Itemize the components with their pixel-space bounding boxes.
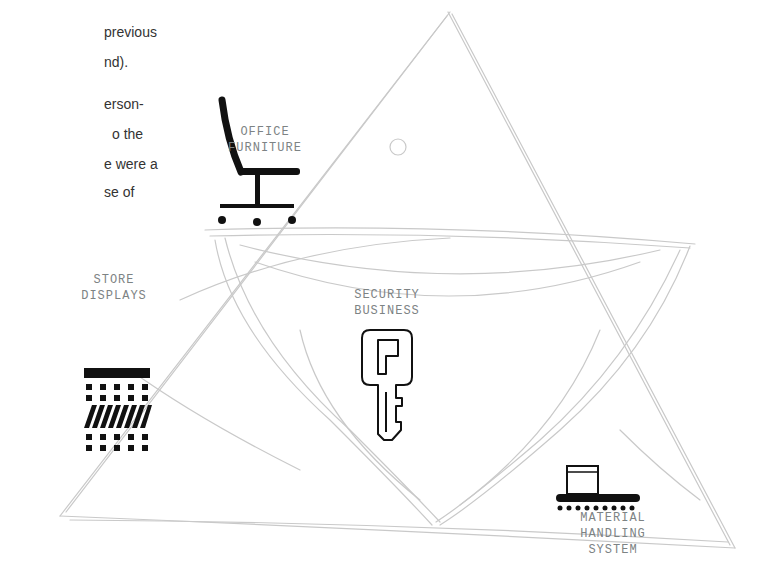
store-roof (84, 368, 150, 378)
text-fragment: se of (104, 183, 134, 201)
chair-wheel (253, 218, 261, 226)
key-outline (362, 330, 412, 440)
chair-back (222, 100, 241, 172)
category-label: MATERIAL HANDLING SYSTEM (573, 510, 653, 558)
sketch-line (460, 330, 600, 505)
chair-wheel (288, 216, 296, 224)
conveyor-rollers (558, 506, 635, 511)
sketch-line (620, 430, 700, 500)
sketch-line (255, 262, 640, 296)
text-fragment: nd). (104, 53, 128, 71)
text-fragment: e were a (104, 155, 158, 173)
pencil-sketch (60, 12, 735, 548)
sketch-line (66, 16, 447, 512)
sketch-line (448, 12, 730, 545)
key-icon (362, 330, 412, 440)
category-label: SECURITY BUSINESS (347, 287, 427, 319)
key-slot (378, 340, 398, 374)
key-groove (385, 392, 387, 432)
sketch-line (452, 14, 735, 548)
sketch-line (215, 240, 432, 525)
store-windows (86, 384, 148, 451)
sketch-line (130, 370, 300, 470)
sketch-line (60, 12, 450, 516)
sketch-line (210, 235, 690, 249)
conveyor-box (567, 466, 598, 494)
store-icon (84, 368, 152, 451)
text-fragment: previous (104, 23, 157, 41)
chair-stem (255, 175, 260, 205)
sketch-line (240, 245, 660, 274)
chair-icon (218, 100, 300, 226)
conveyor-icon (556, 466, 640, 511)
text-fragment: erson- (104, 95, 144, 113)
conveyor-belt (556, 494, 640, 502)
sketch-circle (390, 139, 406, 155)
store-awning (84, 405, 152, 428)
sketch-line (436, 250, 680, 522)
category-label: STORE DISPLAYS (74, 272, 154, 304)
category-label: OFFICE FURNITURE (226, 124, 304, 156)
text-fragment: o the (112, 125, 143, 143)
chair-wheel (218, 216, 226, 224)
chair-base (220, 204, 294, 208)
sketch-line (440, 246, 690, 525)
sketch-line (225, 238, 440, 522)
conveyor-box-edge (567, 471, 598, 473)
sketch-line (300, 330, 420, 500)
chair-seat (238, 168, 300, 175)
